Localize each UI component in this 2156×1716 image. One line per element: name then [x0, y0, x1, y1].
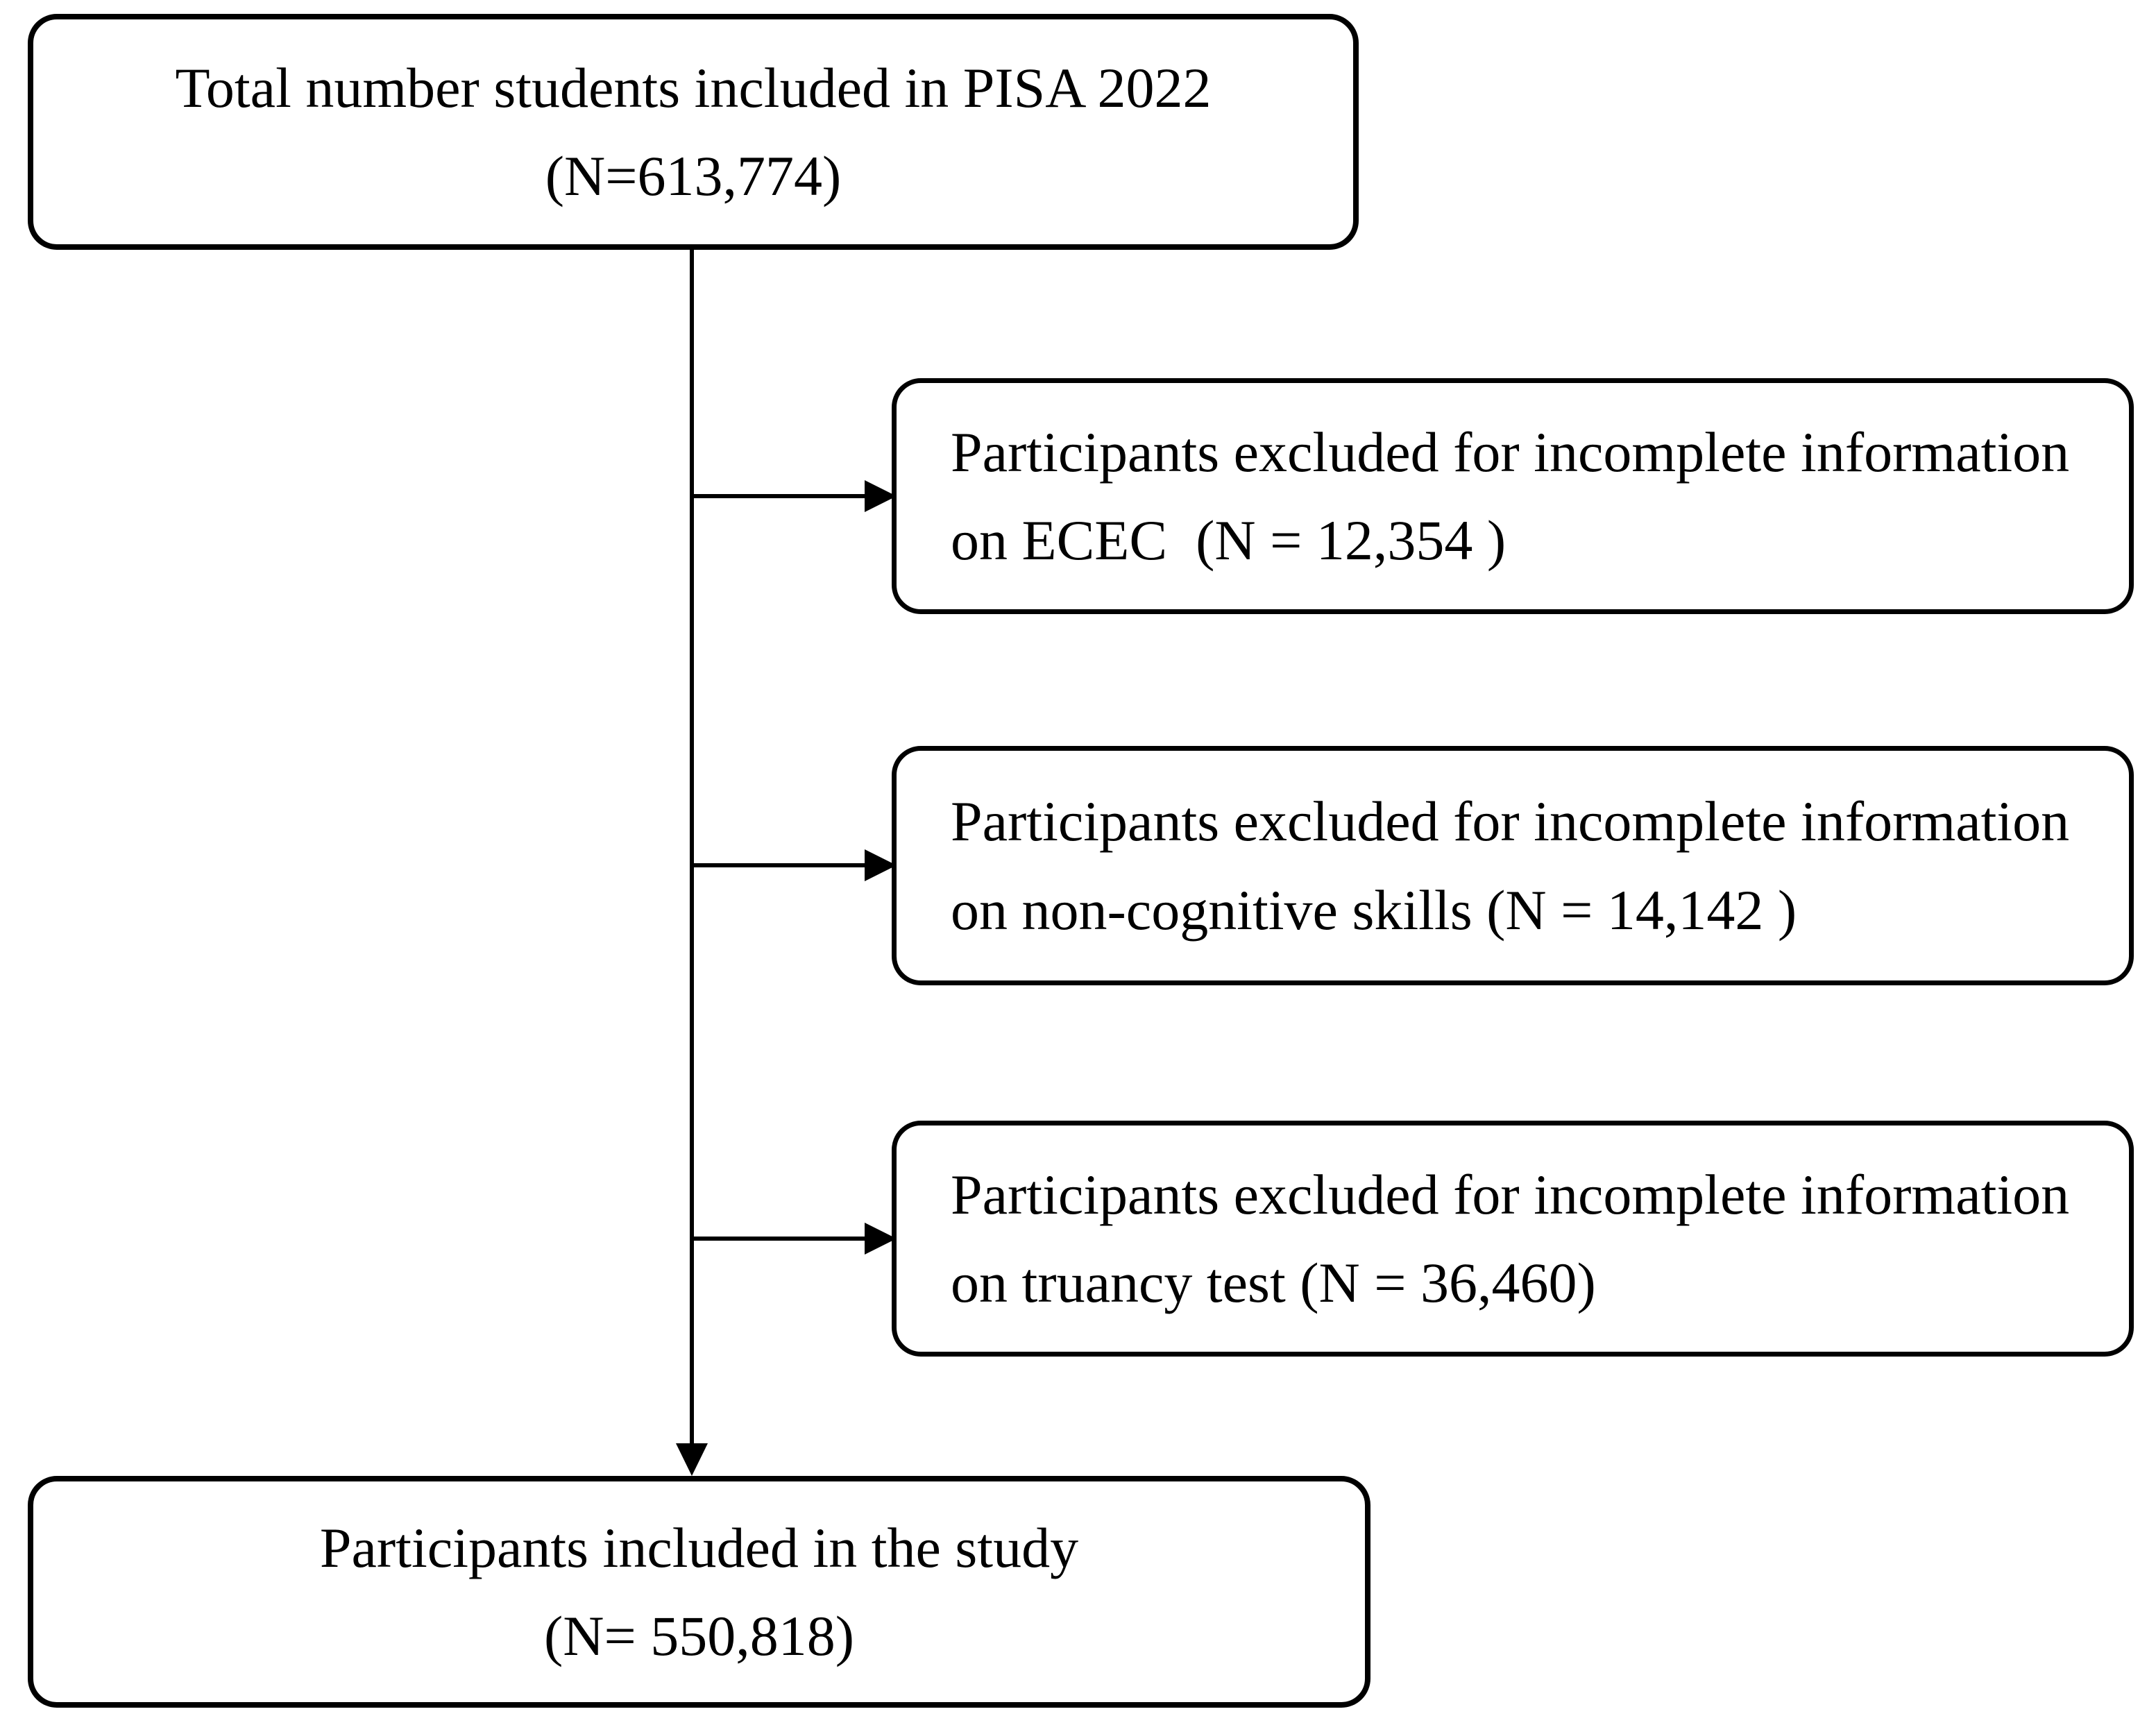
right-arrowhead-icon-1: [865, 480, 897, 512]
exclusion-truancy-count: on truancy test (N = 36,460): [951, 1251, 1596, 1314]
total-students-text: Total number students included in PISA 2…: [175, 56, 1212, 119]
exclusion-noncognitive-text: Participants excluded for incomplete inf…: [951, 790, 2070, 853]
exclusion-noncognitive-count: on non-cognitive skills (N = 14,142 ): [951, 878, 1797, 942]
exclusion-truancy-text: Participants excluded for incomplete inf…: [951, 1162, 2070, 1226]
exclusion-box-truancy: Participants excluded for incomplete inf…: [892, 1121, 2134, 1357]
exclusion-ecec-text: Participants excluded for incomplete inf…: [951, 420, 2070, 484]
exclusion-ecec-count: on ECEC (N = 12,354 ): [951, 509, 1506, 572]
total-students-count: (N=613,774): [545, 144, 842, 207]
included-participants-text: Participants included in the study: [319, 1515, 1079, 1579]
included-participants-box: Participants included in the study (N= 5…: [28, 1476, 1370, 1708]
exclusion-box-ecec: Participants excluded for incomplete inf…: [892, 378, 2134, 614]
right-arrowhead-icon-3: [865, 1223, 897, 1255]
total-students-box: Total number students included in PISA 2…: [28, 14, 1359, 250]
exclusion-box-noncognitive: Participants excluded for incomplete inf…: [892, 746, 2134, 985]
right-arrowhead-icon-2: [865, 849, 897, 881]
included-participants-count: (N= 550,818): [543, 1604, 855, 1667]
down-arrowhead-icon: [676, 1443, 708, 1476]
